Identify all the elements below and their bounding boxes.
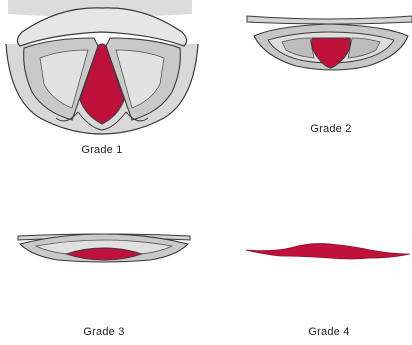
grade-4-tissue	[246, 244, 410, 260]
grade-1-illustration	[6, 0, 198, 134]
grade-3-illustration	[18, 234, 190, 262]
grade-2-label: Grade 2	[310, 123, 351, 135]
grade-4-label: Grade 4	[308, 326, 349, 338]
grade-2-illustration	[247, 16, 412, 70]
grade-3-label: Grade 3	[83, 326, 124, 338]
grade-4-illustration	[246, 244, 410, 260]
grade-1-label: Grade 1	[81, 144, 122, 156]
